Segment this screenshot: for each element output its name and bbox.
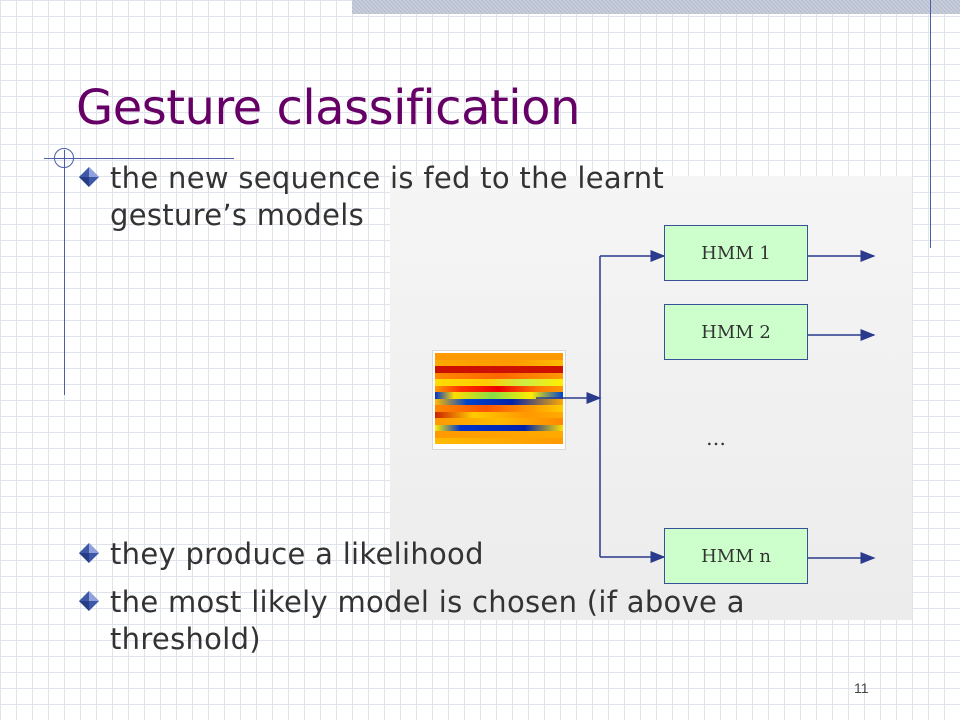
hmm-model-box: HMM n	[664, 528, 808, 584]
diamond-bullet-icon	[79, 543, 99, 563]
hmm-model-box: HMM 1	[664, 225, 808, 281]
gesture-sequence-heatmap	[432, 350, 566, 450]
bullet-text: they produce a likelihood	[110, 537, 484, 571]
bullet-text: the most likely model is chosen (if abov…	[110, 585, 745, 656]
decorative-left-line	[64, 150, 65, 395]
diamond-bullet-icon	[79, 591, 99, 611]
bullet-item: the most likely model is chosen (if abov…	[79, 584, 870, 658]
decorative-horizontal-line	[44, 158, 234, 159]
ellipsis-label: …	[706, 426, 726, 450]
decorative-top-band	[352, 0, 960, 14]
bullet-text: the new sequence is fed to the learnt ge…	[110, 161, 665, 232]
slide-title: Gesture classification	[76, 80, 580, 136]
bullet-item: the new sequence is fed to the learnt ge…	[79, 160, 810, 234]
decorative-right-line	[930, 0, 931, 248]
page-number: 11	[854, 680, 869, 696]
diamond-bullet-icon	[79, 167, 99, 187]
bullet-item: they produce a likelihood	[79, 536, 810, 573]
decorative-corner-circle	[54, 148, 74, 168]
hmm-model-box: HMM 2	[664, 304, 808, 360]
